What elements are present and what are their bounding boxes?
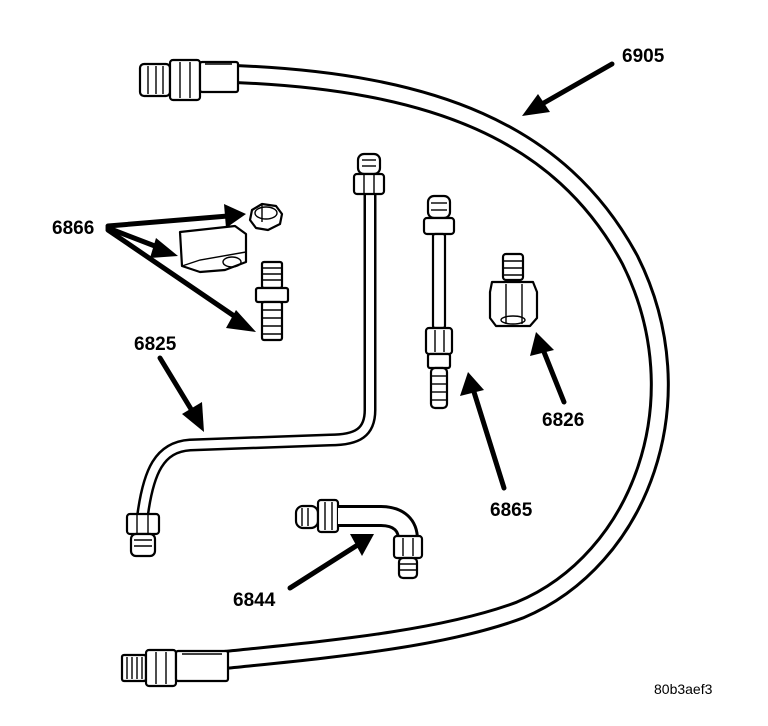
threaded-connector [254, 260, 290, 342]
elbow-6844 [294, 498, 424, 580]
label-6826: 6826 [542, 410, 584, 431]
arrows-6866 [105, 204, 256, 332]
hose-body-core [224, 67, 667, 667]
straight-tube-6865 [422, 194, 456, 410]
hose-top-fitting [138, 58, 240, 102]
image-code: 80b3aef3 [654, 681, 713, 697]
mounting-bracket [178, 224, 248, 274]
hex-nut [248, 202, 284, 232]
bent-tube-6825 [125, 152, 386, 558]
arrow-6905 [522, 61, 615, 116]
label-6825: 6825 [134, 334, 177, 355]
label-6905: 6905 [622, 46, 665, 67]
bent-tube-bottom-fitting [125, 512, 161, 558]
label-6844: 6844 [233, 590, 276, 611]
label-6866: 6866 [52, 218, 94, 239]
arrow-6825 [157, 355, 204, 432]
bent-tube-outline [135, 190, 377, 521]
arrow-6826 [530, 332, 567, 405]
hose-bottom-fitting [120, 648, 230, 688]
hose-6905 [120, 58, 670, 688]
bent-tube-core [138, 190, 374, 521]
arrow-6865 [460, 372, 507, 491]
bent-tube-top-fitting [352, 152, 386, 196]
fitting-kit-6866 [178, 202, 290, 342]
label-6865: 6865 [490, 500, 533, 521]
arrow-6844 [287, 534, 374, 591]
adapter-6826 [488, 252, 539, 328]
